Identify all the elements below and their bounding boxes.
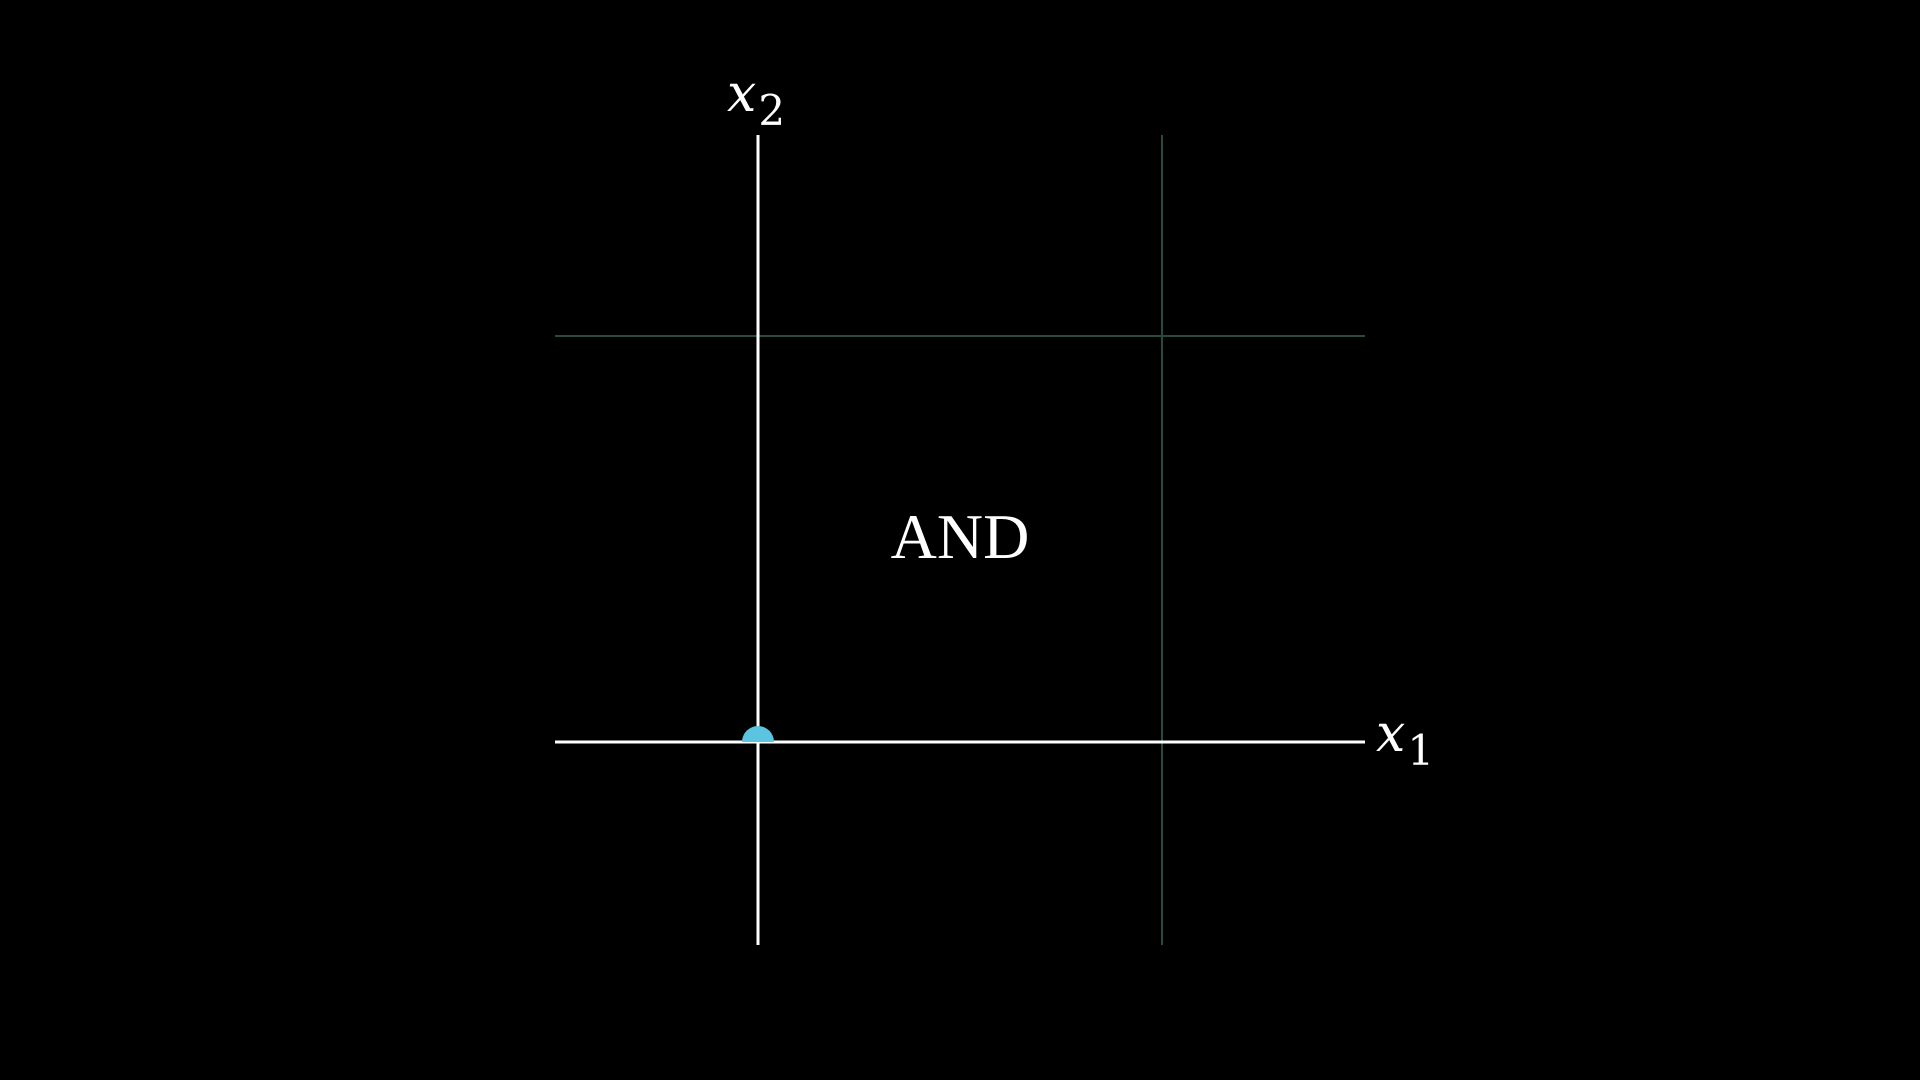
x2-axis-label: x2 <box>727 68 785 132</box>
x1-axis-label: x1 <box>1376 708 1434 772</box>
gate-label: AND <box>890 501 1030 572</box>
x2-axis-label-variable: x <box>727 64 757 124</box>
origin-point-marker <box>742 726 774 742</box>
x1-axis-label-variable: x <box>1376 704 1406 764</box>
x2-axis-label-subscript: 2 <box>758 86 786 135</box>
x1-axis-label-subscript: 1 <box>1407 726 1435 775</box>
